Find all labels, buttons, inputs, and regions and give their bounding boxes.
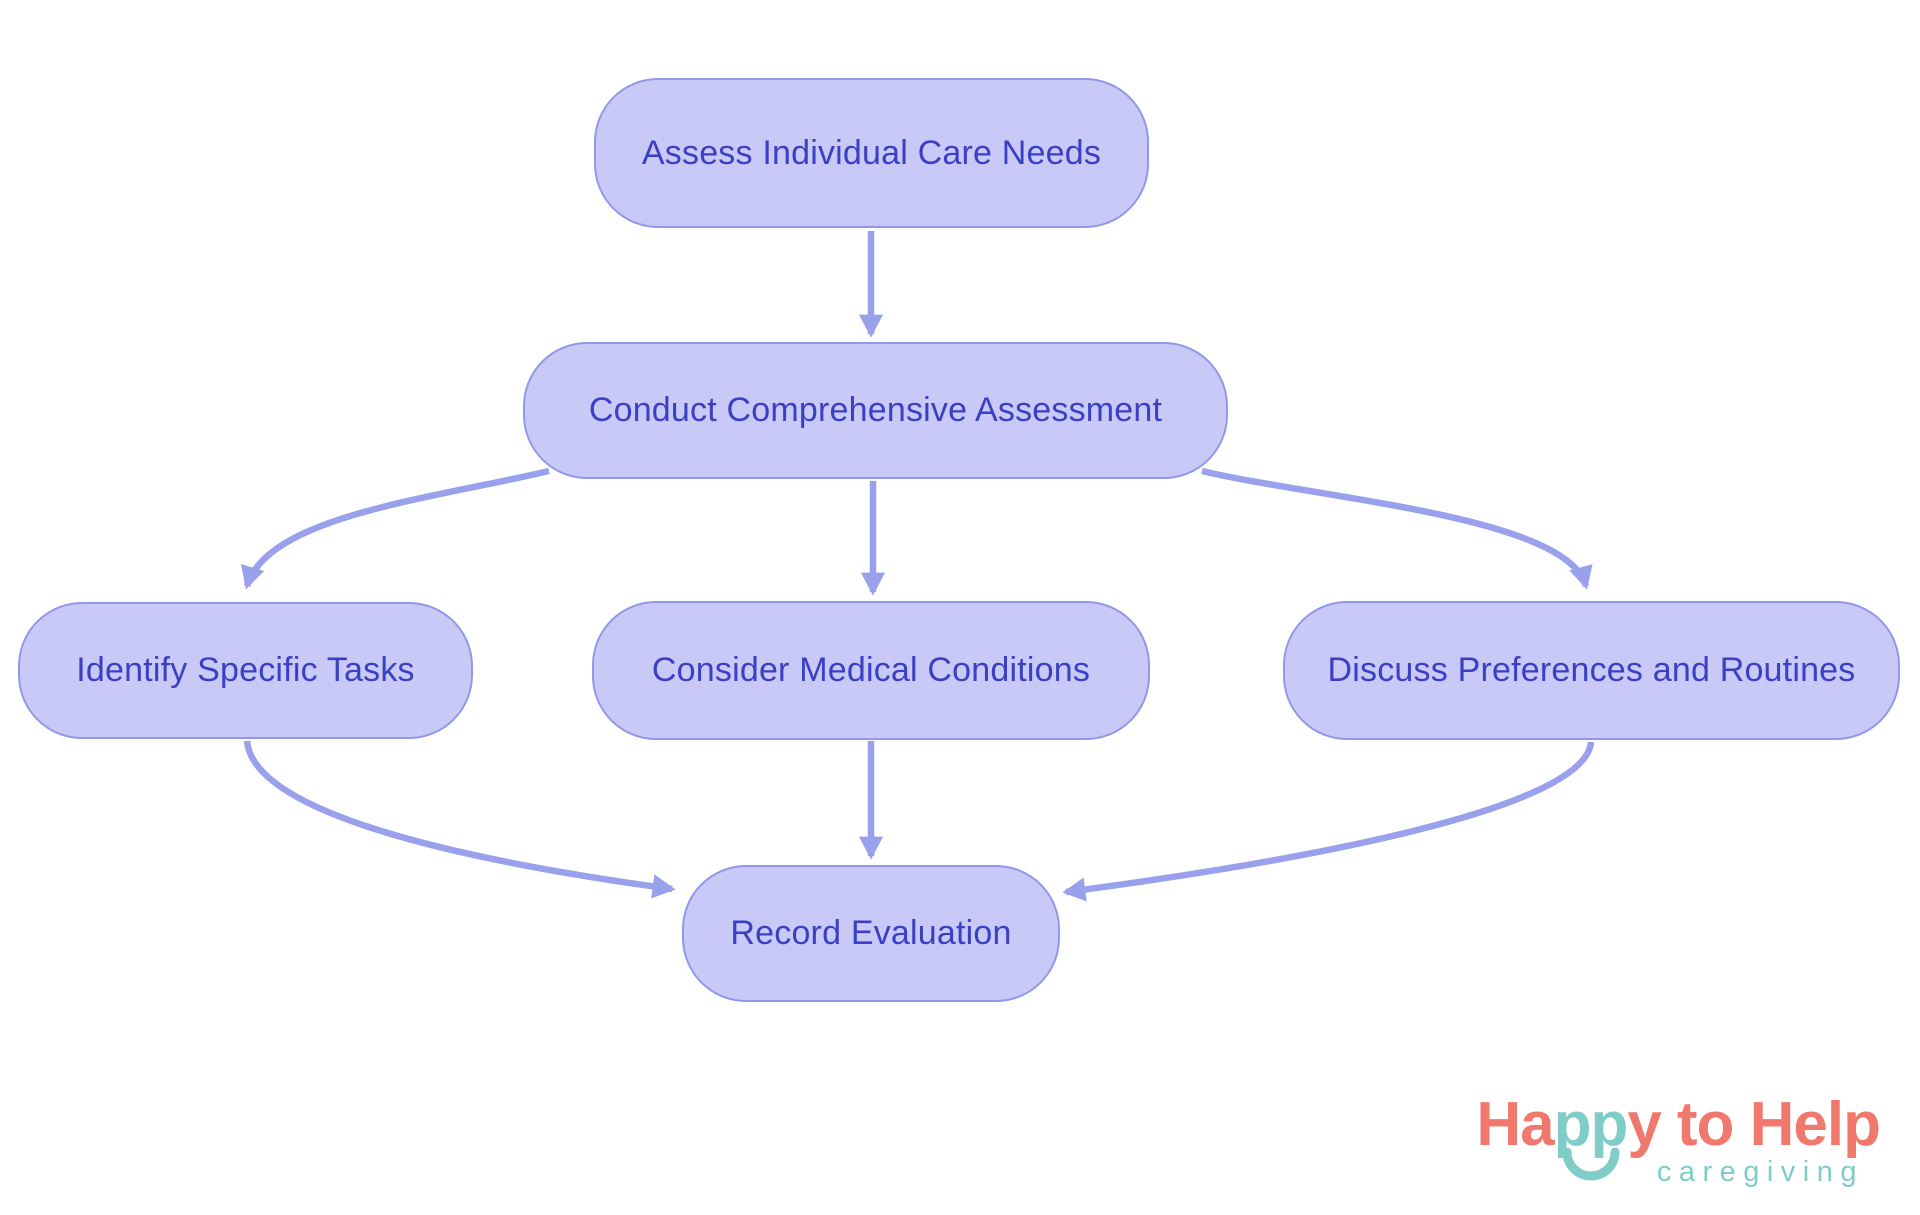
logo-subtitle: caregiving: [1656, 1156, 1864, 1188]
logo-happy-ha: Ha: [1476, 1090, 1554, 1159]
edge-conduct-discuss: [1201, 467, 1593, 590]
node-identify-specific-tasks: Identify Specific Tasks: [18, 602, 473, 739]
smile-icon: [1562, 1147, 1620, 1181]
logo-to-help: to Help: [1676, 1090, 1881, 1159]
node-record-evaluation: Record Evaluation: [682, 865, 1060, 1002]
edge-discuss-record: [1062, 741, 1595, 902]
logo-happy-y: y: [1627, 1090, 1661, 1159]
edge-identify-record: [243, 740, 676, 899]
edge-conduct-identify: [241, 467, 550, 590]
node-consider-medical-conditions: Consider Medical Conditions: [592, 601, 1150, 740]
node-assess-individual-care-needs: Assess Individual Care Needs: [594, 78, 1149, 228]
node-discuss-preferences-and-routines: Discuss Preferences and Routines: [1283, 601, 1900, 740]
node-conduct-comprehensive-assessment: Conduct Comprehensive Assessment: [523, 342, 1228, 479]
logo-happy-pp: pp: [1554, 1094, 1628, 1181]
